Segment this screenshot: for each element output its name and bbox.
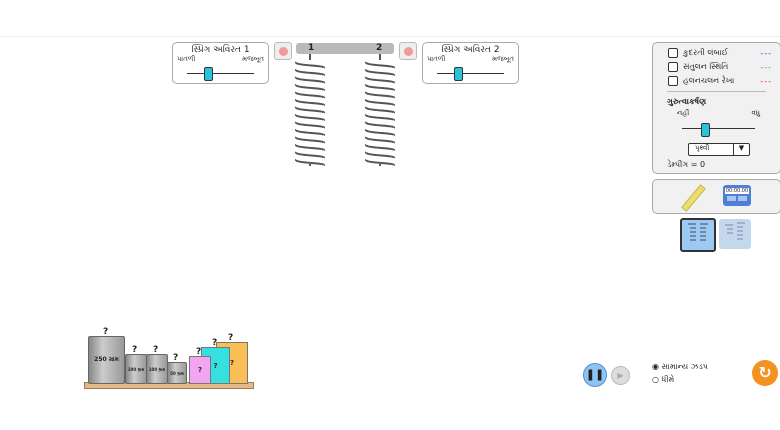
spring1-constant-panel: સ્પ્રિંગ અવિરત 1 પાતળી મજબૂત xyxy=(172,42,269,84)
reset-icon: ↻ xyxy=(758,363,772,382)
gravity-min-label: નહીં xyxy=(677,109,690,117)
movable-line-checkbox[interactable]: હલનચલન રેખા --- xyxy=(653,74,780,88)
movable-line-label: હલનચલન રેખા xyxy=(683,76,735,85)
stop-spring1-button[interactable] xyxy=(274,42,292,60)
single-spring-scene-button[interactable] xyxy=(719,219,751,249)
damping-readout: ડેમ્પીંગ = 0 xyxy=(667,160,706,169)
hook-icon: ? xyxy=(212,338,218,348)
gravity-slider-thumb[interactable] xyxy=(701,123,710,137)
mystery-mass-label: ? xyxy=(213,361,218,370)
gravity-max-label: વધુ xyxy=(751,109,760,117)
spring1-slider-track[interactable] xyxy=(187,73,254,74)
hook-icon: ? xyxy=(196,347,202,357)
spring2-constant-panel: સ્પ્રિંગ અવિરત 2 પાતળી મજબૂત xyxy=(422,42,519,84)
equilibrium-checkbox[interactable]: સંતુલન સ્થિતિ --- xyxy=(653,60,780,74)
ruler-icon[interactable] xyxy=(681,184,706,212)
two-springs-scene-button[interactable] xyxy=(680,218,716,252)
spring2-title: સ્પ્રિંગ અવિરત 2 xyxy=(441,45,500,55)
radio-selected-icon: ◉ xyxy=(652,362,659,371)
gravity-title: ગુરુત્વાકર્ષણ xyxy=(667,97,707,106)
chevron-down-icon: ▼ xyxy=(733,144,749,155)
spring-2[interactable] xyxy=(364,54,396,167)
reset-all-button[interactable]: ↻ xyxy=(752,360,778,386)
spring2-label: 2 xyxy=(376,43,383,53)
mass-100g-b[interactable]: 100 ગ્રામ xyxy=(146,354,168,384)
pause-icon: ❚❚ xyxy=(585,368,605,381)
speed-slow-radio[interactable]: ○ ધીમે xyxy=(652,375,674,385)
planet-value: પૃથ્વી xyxy=(695,144,710,152)
mass-50g[interactable]: 50 ગ્રામ xyxy=(167,362,187,384)
stopwatch-time: 00:00.00 xyxy=(725,188,749,194)
mass-100g-a-label: 100 ગ્રામ xyxy=(127,366,145,372)
hook-icon: ? xyxy=(173,353,179,363)
spring-1[interactable] xyxy=(294,54,326,167)
gravity-slider-track[interactable] xyxy=(682,128,755,129)
natural-length-label: કુદરતી લંબાઈ xyxy=(683,48,728,57)
spring-coil xyxy=(294,54,326,167)
spring1-min-label: પાતળી xyxy=(177,55,196,63)
springs xyxy=(294,54,396,167)
equilibrium-line-icon: --- xyxy=(760,62,772,72)
stop-spring2-button[interactable] xyxy=(399,42,417,60)
divider xyxy=(667,91,766,92)
speed-normal-label: સામાન્ય ઝડપ xyxy=(661,362,708,371)
spring2-min-label: પાતળી xyxy=(427,55,446,63)
mass-50g-label: 50 ગ્રામ xyxy=(170,370,184,376)
spring2-slider-thumb[interactable] xyxy=(454,67,463,81)
mystery-mass-pink[interactable]: ? xyxy=(189,356,211,384)
natural-length-line-icon: --- xyxy=(760,48,772,58)
radio-unselected-icon: ○ xyxy=(652,375,659,384)
pause-button[interactable]: ❚❚ xyxy=(583,363,607,387)
natural-length-checkbox[interactable]: કુદરતી લંબાઈ --- xyxy=(653,46,780,60)
spring1-slider-thumb[interactable] xyxy=(204,67,213,81)
speed-slow-label: ધીમે xyxy=(661,375,675,384)
spring1-max-label: મજબૂત xyxy=(242,55,264,63)
step-icon: ▶ xyxy=(617,371,624,380)
hook-icon: ? xyxy=(132,345,138,355)
movable-line-icon: --- xyxy=(760,76,772,86)
speed-normal-radio[interactable]: ◉ સામાન્ય ઝડપ xyxy=(652,362,708,372)
mass-100g-a[interactable]: 100 ગ્રામ xyxy=(125,354,147,384)
hook-icon: ? xyxy=(153,345,159,355)
mystery-mass-label: ? xyxy=(197,366,203,374)
equilibrium-label: સંતુલન સ્થિતિ xyxy=(683,62,729,71)
spring-coil xyxy=(364,54,396,167)
mystery-mass-label: ? xyxy=(229,359,235,367)
step-button[interactable]: ▶ xyxy=(611,366,630,385)
spring-ceiling-bar: 1 2 xyxy=(296,43,394,54)
mass-100g-b-label: 100 ગ્રામ xyxy=(148,366,166,372)
mass-250g-label: 250 ગ્રામ xyxy=(94,356,119,363)
planet-dropdown[interactable]: પૃથ્વી ▼ xyxy=(688,143,750,156)
divider xyxy=(0,36,780,37)
tools-panel: 00:00.00 xyxy=(652,179,780,214)
spring2-max-label: મજબૂત xyxy=(492,55,514,63)
spring2-slider-track[interactable] xyxy=(437,73,504,74)
options-panel: કુદરતી લંબાઈ --- સંતુલન સ્થિતિ --- હલનચલન … xyxy=(652,42,780,174)
hook-icon: ? xyxy=(228,333,234,343)
mass-250g[interactable]: 250 ગ્રામ xyxy=(88,336,125,384)
spring1-title: સ્પ્રિંગ અવિરત 1 xyxy=(191,45,250,55)
stopwatch-icon[interactable]: 00:00.00 xyxy=(723,185,751,206)
hook-icon: ? xyxy=(103,327,109,337)
spring1-label: 1 xyxy=(308,43,315,53)
